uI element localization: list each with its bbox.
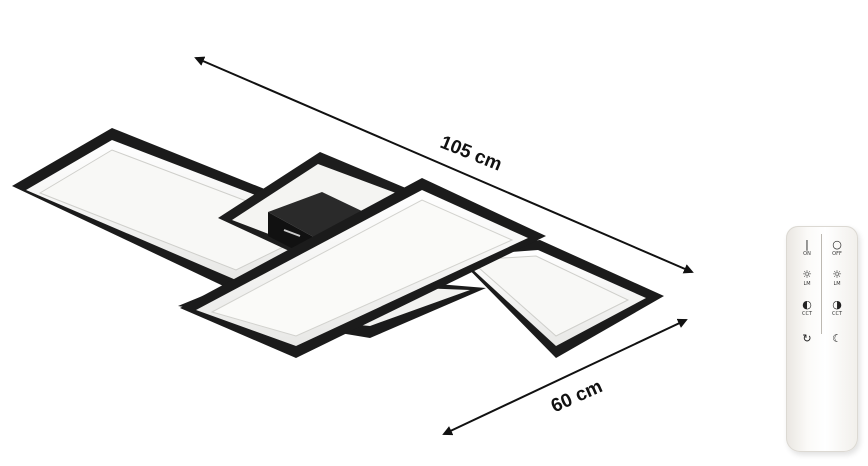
remote-cct-warm-button[interactable]: ◐ CCT — [794, 296, 820, 320]
color-temp-cool-icon: ◑ — [832, 298, 842, 311]
remote-divider — [821, 234, 822, 334]
remote-button-grid: | ON ○ OFF ☼ LM ☼ LM ◐ CCT ◑ CCT ↻ ☾ — [794, 236, 850, 350]
width-dimension-arrow — [442, 318, 688, 436]
color-temp-warm-icon: ◐ — [802, 298, 812, 311]
remote-off-button[interactable]: ○ OFF — [824, 236, 850, 260]
cycle-mode-icon: ↻ — [802, 331, 812, 345]
remote-night-button[interactable]: ☾ — [824, 326, 850, 350]
remote-brightness-down-button[interactable]: ☼ LM — [824, 266, 850, 290]
remote-on-label: ON — [803, 251, 811, 257]
night-mode-icon: ☾ — [832, 331, 842, 345]
length-dimension-arrow — [194, 56, 694, 274]
remote-control: | ON ○ OFF ☼ LM ☼ LM ◐ CCT ◑ CCT ↻ ☾ — [786, 226, 858, 452]
remote-cct-warm-label: CCT — [801, 311, 813, 317]
power-on-icon: | — [805, 238, 809, 251]
remote-brightness-up-button[interactable]: ☼ LM — [794, 266, 820, 290]
remote-on-button[interactable]: | ON — [794, 236, 820, 260]
remote-brightness-down-label: LM — [833, 281, 841, 287]
remote-cycle-button[interactable]: ↻ — [794, 326, 820, 350]
remote-cct-cool-button[interactable]: ◑ CCT — [824, 296, 850, 320]
brightness-up-icon: ☼ — [802, 268, 812, 281]
remote-brightness-up-label: LM — [803, 281, 811, 287]
brightness-down-icon: ☼ — [832, 268, 842, 281]
remote-off-label: OFF — [832, 251, 842, 257]
remote-cct-cool-label: CCT — [831, 311, 843, 317]
power-off-icon: ○ — [832, 238, 842, 251]
